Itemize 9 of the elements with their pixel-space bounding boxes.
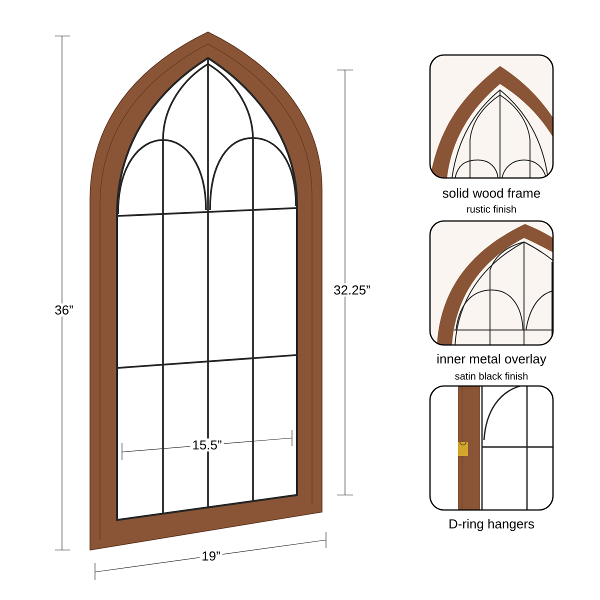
dimension-label: 32.25”	[332, 283, 372, 297]
node-label: inner metal overlay	[437, 354, 546, 366]
node-sublabel: rustic finish	[467, 205, 516, 213]
dimension-label: 19”	[200, 549, 222, 563]
node-label: D-ring hangers	[450, 518, 534, 532]
dimension-label: 36”	[52, 303, 76, 317]
dimension-label: 15.5”	[190, 438, 224, 452]
node-sublabel: satin black finish	[455, 372, 528, 380]
node-label: solid wood frame	[442, 188, 540, 198]
